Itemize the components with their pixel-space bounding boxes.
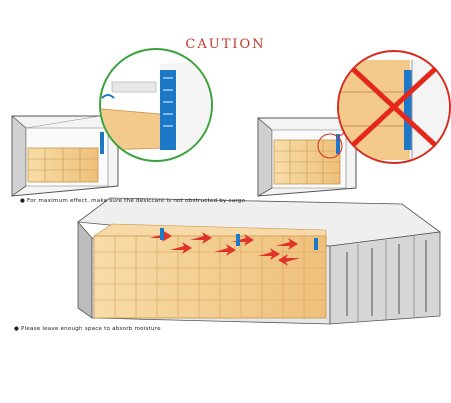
page-title: CAUTION [185, 37, 266, 52]
container-correct [11, 115, 119, 197]
desiccant-left [100, 132, 104, 154]
large-cargo [93, 223, 327, 319]
zoom-incorrect [337, 50, 451, 164]
caption-space: ● Please leave enough space to absorb mo… [14, 326, 161, 332]
cargo-stack-left [27, 147, 99, 183]
zoom-correct [99, 48, 213, 162]
desiccant-bags [160, 228, 318, 250]
desiccant-right [336, 134, 340, 154]
cargo-stack-right [273, 139, 341, 185]
red-cross-icon [351, 67, 437, 147]
caption-desiccant: ● For maximum effect, make sure the desi… [20, 198, 246, 204]
container-incorrect [257, 117, 357, 197]
moisture-arrows [150, 230, 300, 266]
